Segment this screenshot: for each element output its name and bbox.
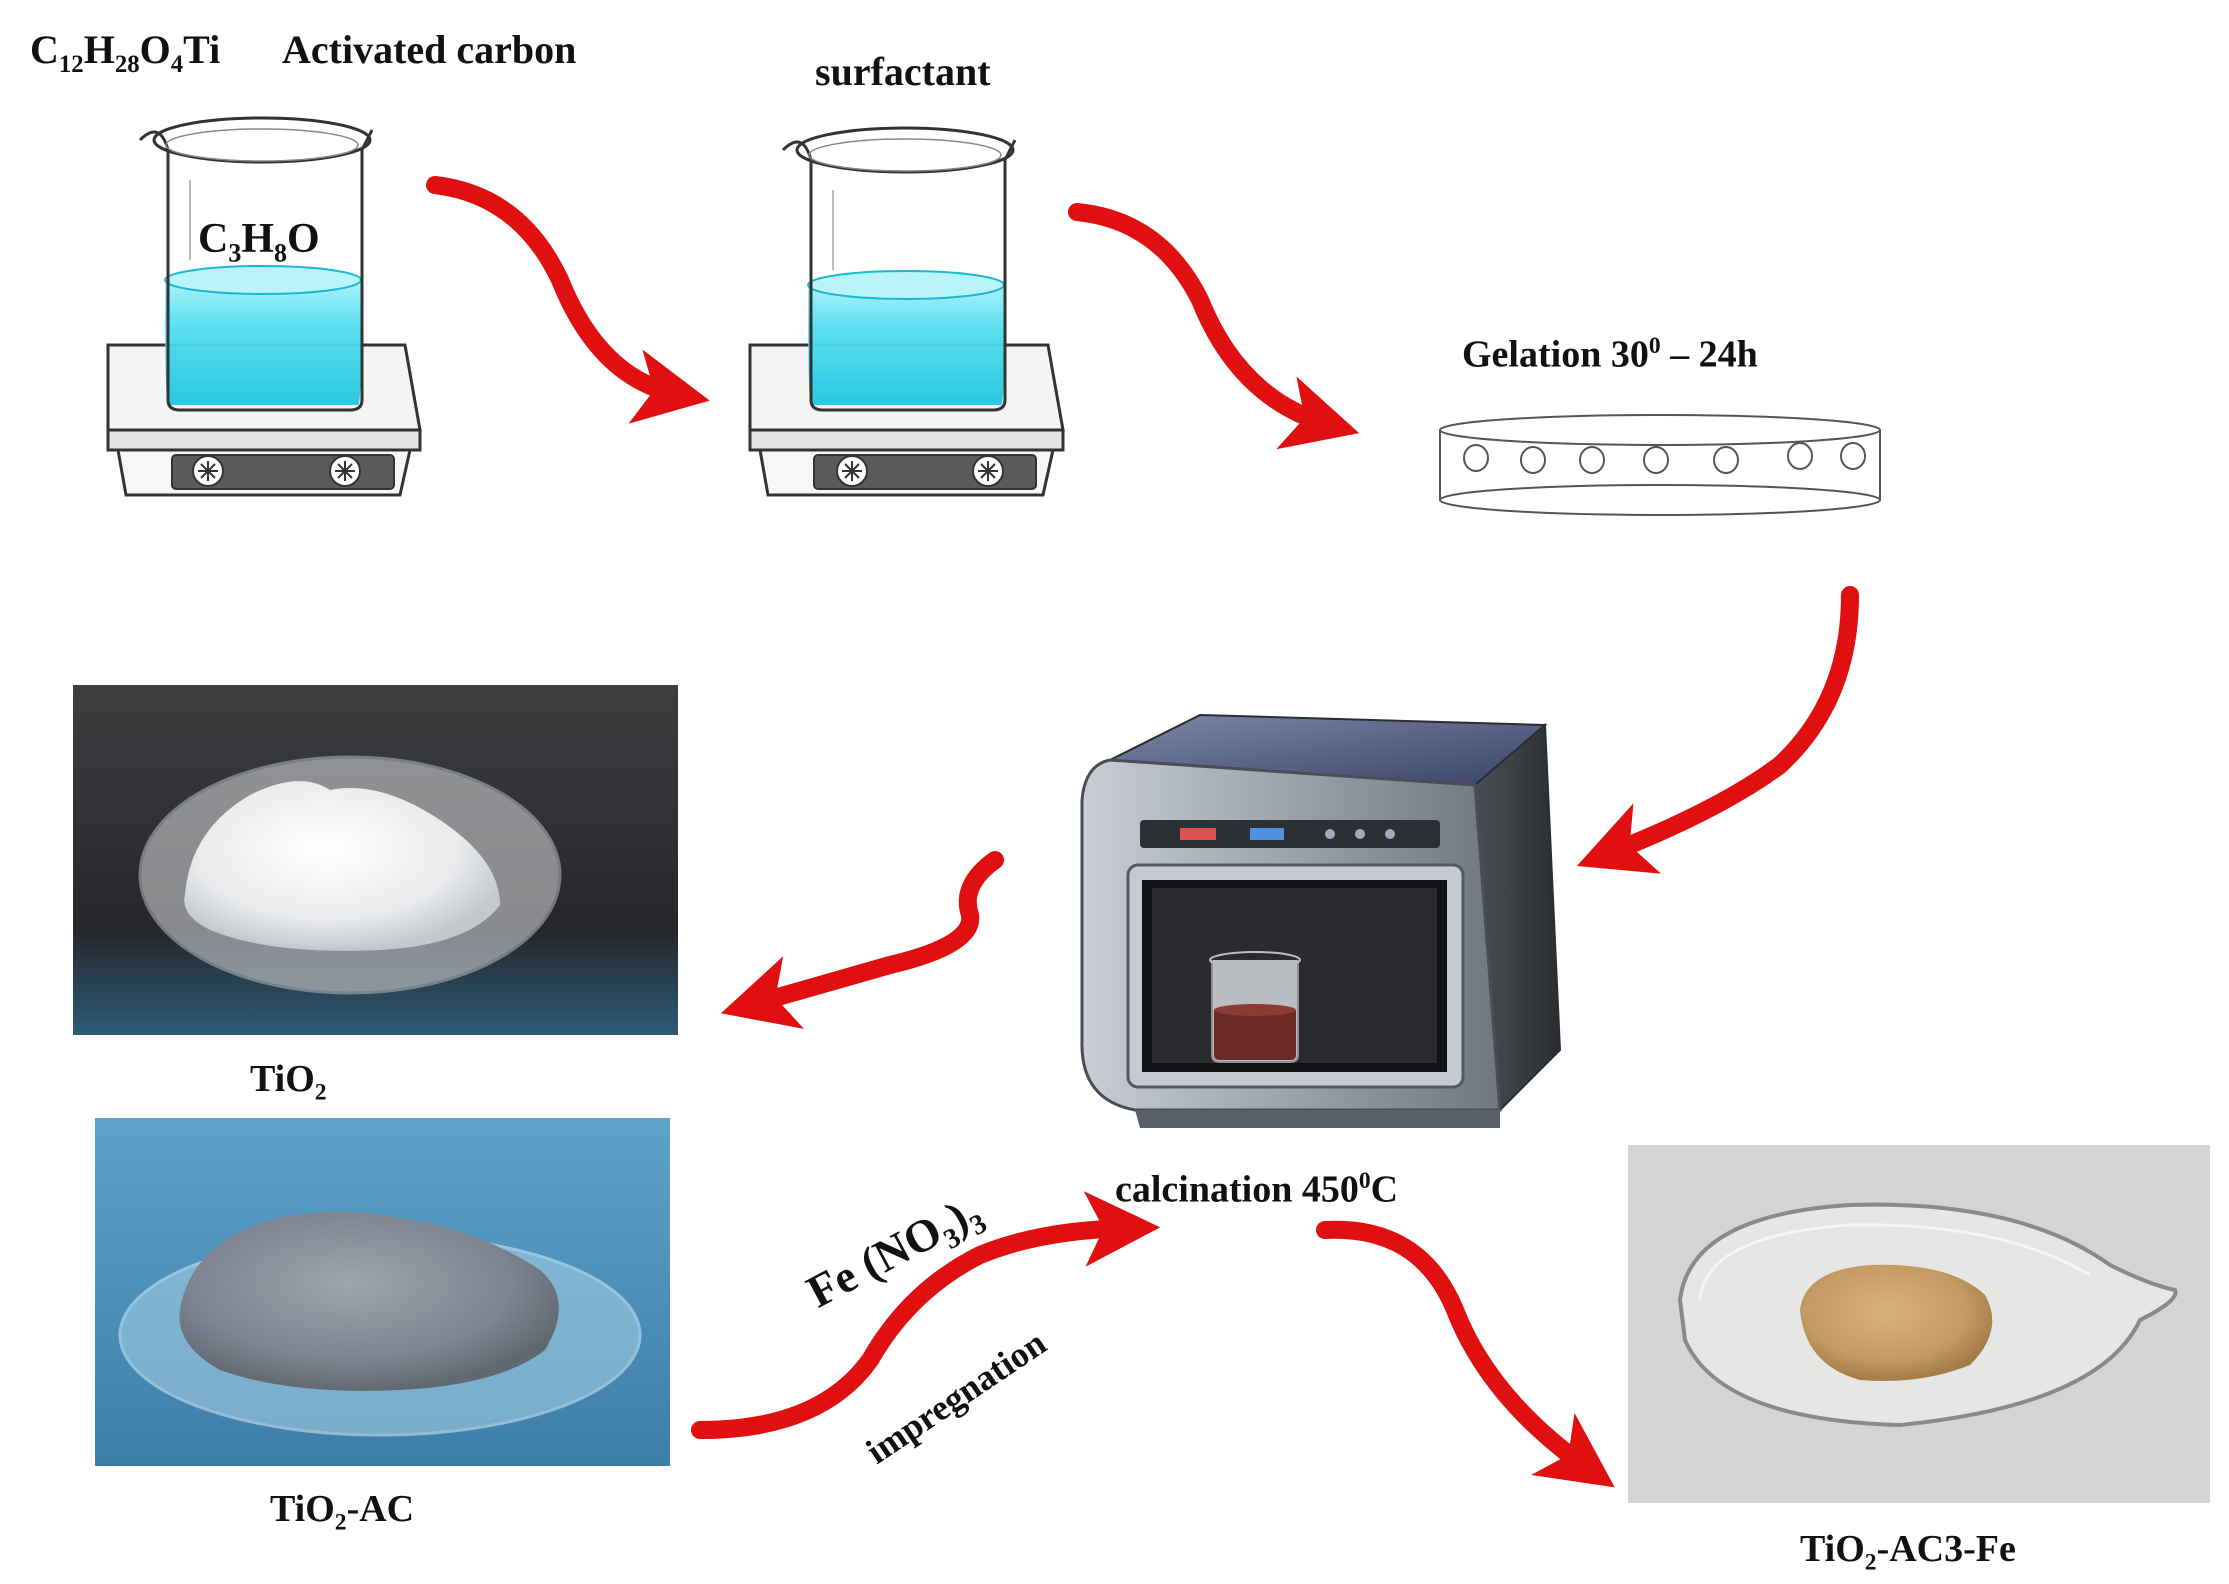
solvent-label: C3H8O xyxy=(198,216,320,268)
beaker-2 xyxy=(781,126,1017,412)
arrow-tio2ac-to-oven xyxy=(691,1191,1161,1439)
reagent-b-label: Activated carbon xyxy=(282,27,577,72)
calcination-oven xyxy=(1080,713,1562,1128)
tio2-photo xyxy=(73,685,678,1035)
gelation-dish xyxy=(1439,414,1881,516)
arrow-beaker1-to-beaker2 xyxy=(426,176,710,424)
tio2-label: TiO2 xyxy=(250,1058,327,1106)
reagent-a-label: C12H28O4Ti xyxy=(30,27,221,78)
arrow-dish-to-oven xyxy=(1576,586,1859,874)
tio2-ac-photo xyxy=(95,1118,670,1466)
arrow-beaker2-to-dish xyxy=(1068,203,1360,450)
surfactant-label: surfactant xyxy=(815,49,991,94)
calcination-label: calcination 4500C xyxy=(1115,1168,1399,1211)
tio2-ac-label: TiO2-AC xyxy=(270,1488,415,1536)
gelation-label: Gelation 300 – 24h xyxy=(1462,333,1758,376)
tio2-ac3-fe-photo xyxy=(1628,1145,2210,1503)
process-arrows xyxy=(426,176,1859,1488)
arrow-oven-to-tio2ac3fe xyxy=(1316,1220,1615,1488)
beaker-1 xyxy=(138,116,374,412)
arrow-oven-to-tio2 xyxy=(720,851,1004,1029)
tio2-ac3-fe-label: TiO2-AC3-Fe xyxy=(1800,1528,2016,1576)
